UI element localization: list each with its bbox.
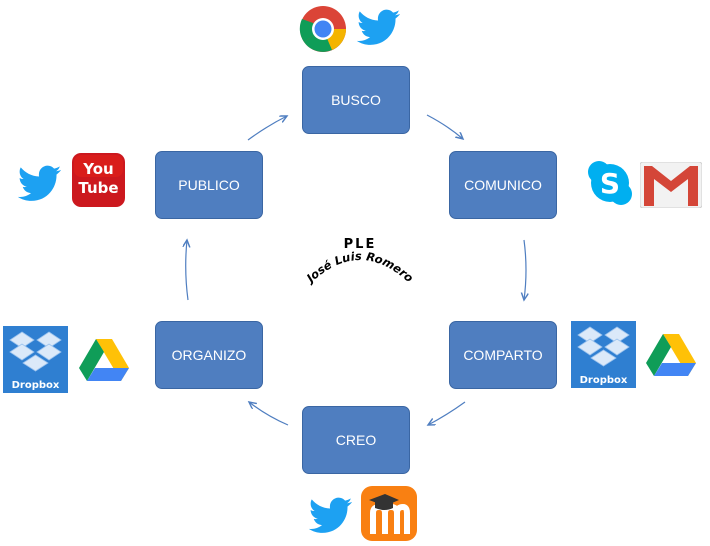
node-creo[interactable]: CREO (302, 406, 410, 474)
twitter-icon (18, 165, 62, 201)
google-drive-icon (79, 339, 129, 381)
skype-icon: S (588, 161, 632, 205)
node-comparto[interactable]: COMPARTO (449, 321, 557, 389)
youtube-icon: You Tube (72, 153, 125, 207)
youtube-label-you: You (82, 160, 113, 178)
dropbox-label: Dropbox (12, 380, 60, 391)
node-publico[interactable]: PUBLICO (155, 151, 263, 219)
twitter-icon (309, 497, 353, 533)
node-comunico[interactable]: COMUNICO (449, 151, 557, 219)
node-organizo[interactable]: ORGANIZO (155, 321, 263, 389)
moodle-icon (361, 486, 417, 541)
dropbox-icon: Dropbox (571, 321, 636, 388)
arrow-organizo-to-publico (186, 240, 188, 301)
google-drive-icon (646, 334, 696, 376)
arrow-publico-to-busco (247, 116, 287, 141)
arrow-comparto-to-creo (428, 401, 466, 425)
center-title: PLE José Luis Romero (302, 237, 416, 286)
diagram-title: PLE (344, 237, 377, 252)
svg-text:José Luis Romero: José Luis Romero (302, 249, 416, 286)
youtube-label-tube: Tube (78, 179, 118, 197)
gmail-icon (640, 162, 702, 208)
author-name: José Luis Romero (302, 249, 416, 286)
arrow-creo-to-organizo (249, 402, 289, 426)
arrow-busco-to-comunico (426, 114, 463, 139)
svg-text:S: S (600, 167, 620, 200)
twitter-icon (357, 9, 401, 45)
chrome-icon (299, 6, 346, 52)
node-busco[interactable]: BUSCO (302, 66, 410, 134)
dropbox-label: Dropbox (580, 375, 628, 386)
dropbox-icon: Dropbox (3, 326, 68, 393)
arrow-comunico-to-comparto (524, 239, 526, 300)
